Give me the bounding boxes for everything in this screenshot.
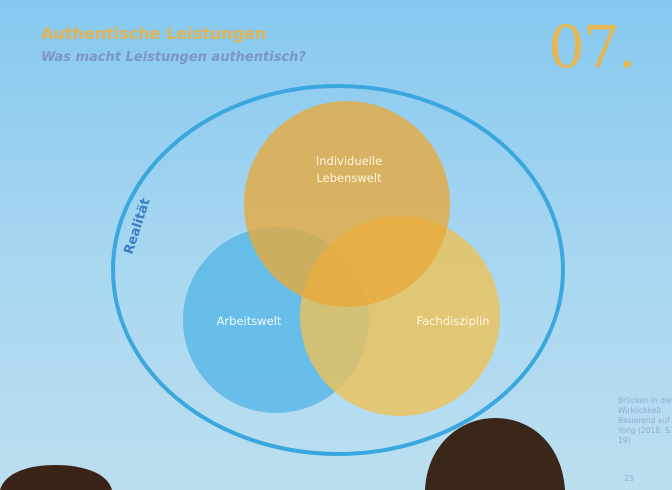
label-fachdisziplin: Fachdisziplin [417,314,490,328]
slide-subtitle: Was macht Leistungen authentisch? [41,50,306,65]
audience-head-right [425,418,565,490]
slide-title: Authentische Leistungen [41,24,267,43]
label-individuelle: Individuelle [316,154,382,168]
page-number: 25 [624,474,635,483]
realitaet-ellipse [111,84,565,456]
audience-head-left [0,465,112,490]
circle-lebenswelt [244,101,450,307]
section-number: 07. [548,13,636,81]
source-note: Brücken in die Wirklichkeit Basierend au… [618,396,672,445]
label-lebenswelt: Lebenswelt [316,171,382,185]
label-arbeitswelt: Arbeitswelt [217,314,282,328]
